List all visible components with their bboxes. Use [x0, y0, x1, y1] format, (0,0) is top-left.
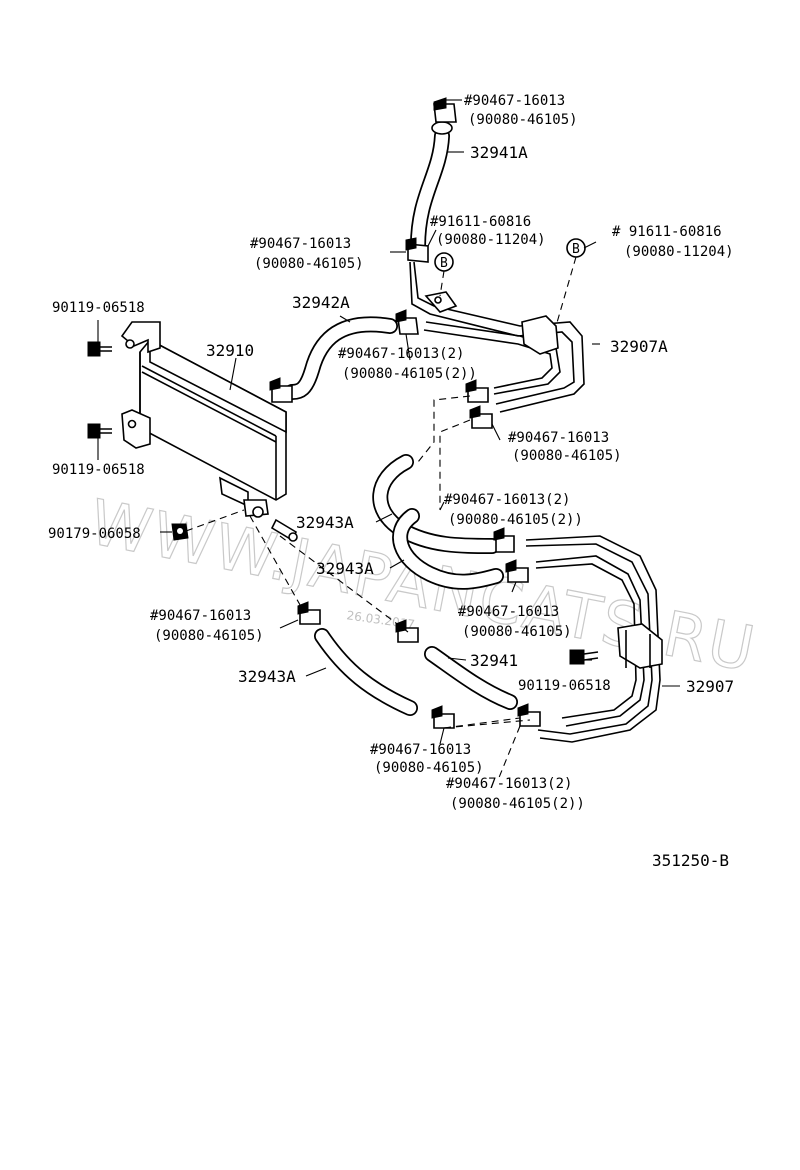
- clamp-bottom-1: [431, 705, 455, 729]
- clamp-c2-label-alt: (90080-46105(2)): [448, 512, 583, 528]
- clamp-l3-label-alt: (90080-46105): [154, 628, 264, 644]
- clamp-top-label-alt: (90080-46105): [468, 112, 578, 128]
- clip-right-label-alt: (90080-11204): [624, 244, 734, 260]
- ref-b-2: B: [572, 242, 580, 257]
- hose-32943a-mid-label: 32943A: [316, 559, 374, 578]
- clamp-l3-label: #90467-16013: [150, 608, 251, 624]
- clamp-c3-label-alt: (90080-46105): [462, 624, 572, 640]
- bolt-top-label: 90119-06518: [52, 300, 145, 316]
- clamp-mid-1: [493, 527, 515, 553]
- clip-right-label: # 91611-60816: [612, 224, 722, 240]
- diagram-code: 351250-B: [652, 851, 729, 870]
- nut-left-label: 90179-06058: [48, 526, 141, 542]
- clamp-lower-left: [297, 601, 321, 625]
- clamp-32942a-left: [269, 377, 293, 403]
- clamp-c2-label: #90467-16013(2): [444, 492, 570, 508]
- clamp-b2-label-alt: (90080-46105(2)): [450, 796, 585, 812]
- clamp-bottom-2: [517, 703, 541, 727]
- bolt-right: [569, 649, 599, 665]
- hose-32943a-upper-label: 32943A: [296, 513, 354, 532]
- clamp-pipe-1: [465, 379, 489, 403]
- pipe-32907a-label: 32907A: [610, 337, 668, 356]
- bolt-mid-label: 90119-06518: [52, 462, 145, 478]
- hose-32943a-lower-label: 32943A: [238, 667, 296, 686]
- clamp-c3-label: #90467-16013: [458, 604, 559, 620]
- clamp-left-label-alt: (90080-46105): [254, 256, 364, 272]
- clamp-b1-label: #90467-16013: [370, 742, 471, 758]
- bolt-right-label: 90119-06518: [518, 678, 611, 694]
- bolt-top: [87, 341, 112, 357]
- clamp-r1-label-alt: (90080-46105): [512, 448, 622, 464]
- cooler-32910-label: 32910: [206, 341, 254, 360]
- pipe-32907-label: 32907: [686, 677, 734, 696]
- clamp-left-top: [405, 237, 429, 263]
- clamp-mid-2: [505, 559, 529, 583]
- clamp-top: [433, 97, 457, 123]
- hose-32941a-label: 32941A: [470, 143, 528, 162]
- oil-cooler-32910: [120, 321, 298, 542]
- ref-b-1: B: [440, 256, 448, 271]
- nut-left: [171, 523, 189, 541]
- clamp-left-label: #90467-16013: [250, 236, 351, 252]
- clamp-lower-mid: [395, 619, 419, 643]
- clip-mid-label-alt: (90080-11204): [436, 232, 546, 248]
- clamp-top-label: #90467-16013: [464, 93, 565, 109]
- hose-32941-label: 32941: [470, 651, 518, 670]
- clamp-b1-label-alt: (90080-46105): [374, 760, 484, 776]
- clamp2-label-alt: (90080-46105(2)): [342, 366, 477, 382]
- clamp-pipe-2: [469, 405, 493, 429]
- clamp2-label: #90467-16013(2): [338, 346, 464, 362]
- clamp-b2-label: #90467-16013(2): [446, 776, 572, 792]
- bolt-mid: [87, 423, 112, 439]
- clip-mid-label: #91611-60816: [430, 214, 531, 230]
- clamp-32942a-right: [395, 309, 419, 335]
- clamp-r1-label: #90467-16013: [508, 430, 609, 446]
- hose-32942a-label: 32942A: [292, 293, 350, 312]
